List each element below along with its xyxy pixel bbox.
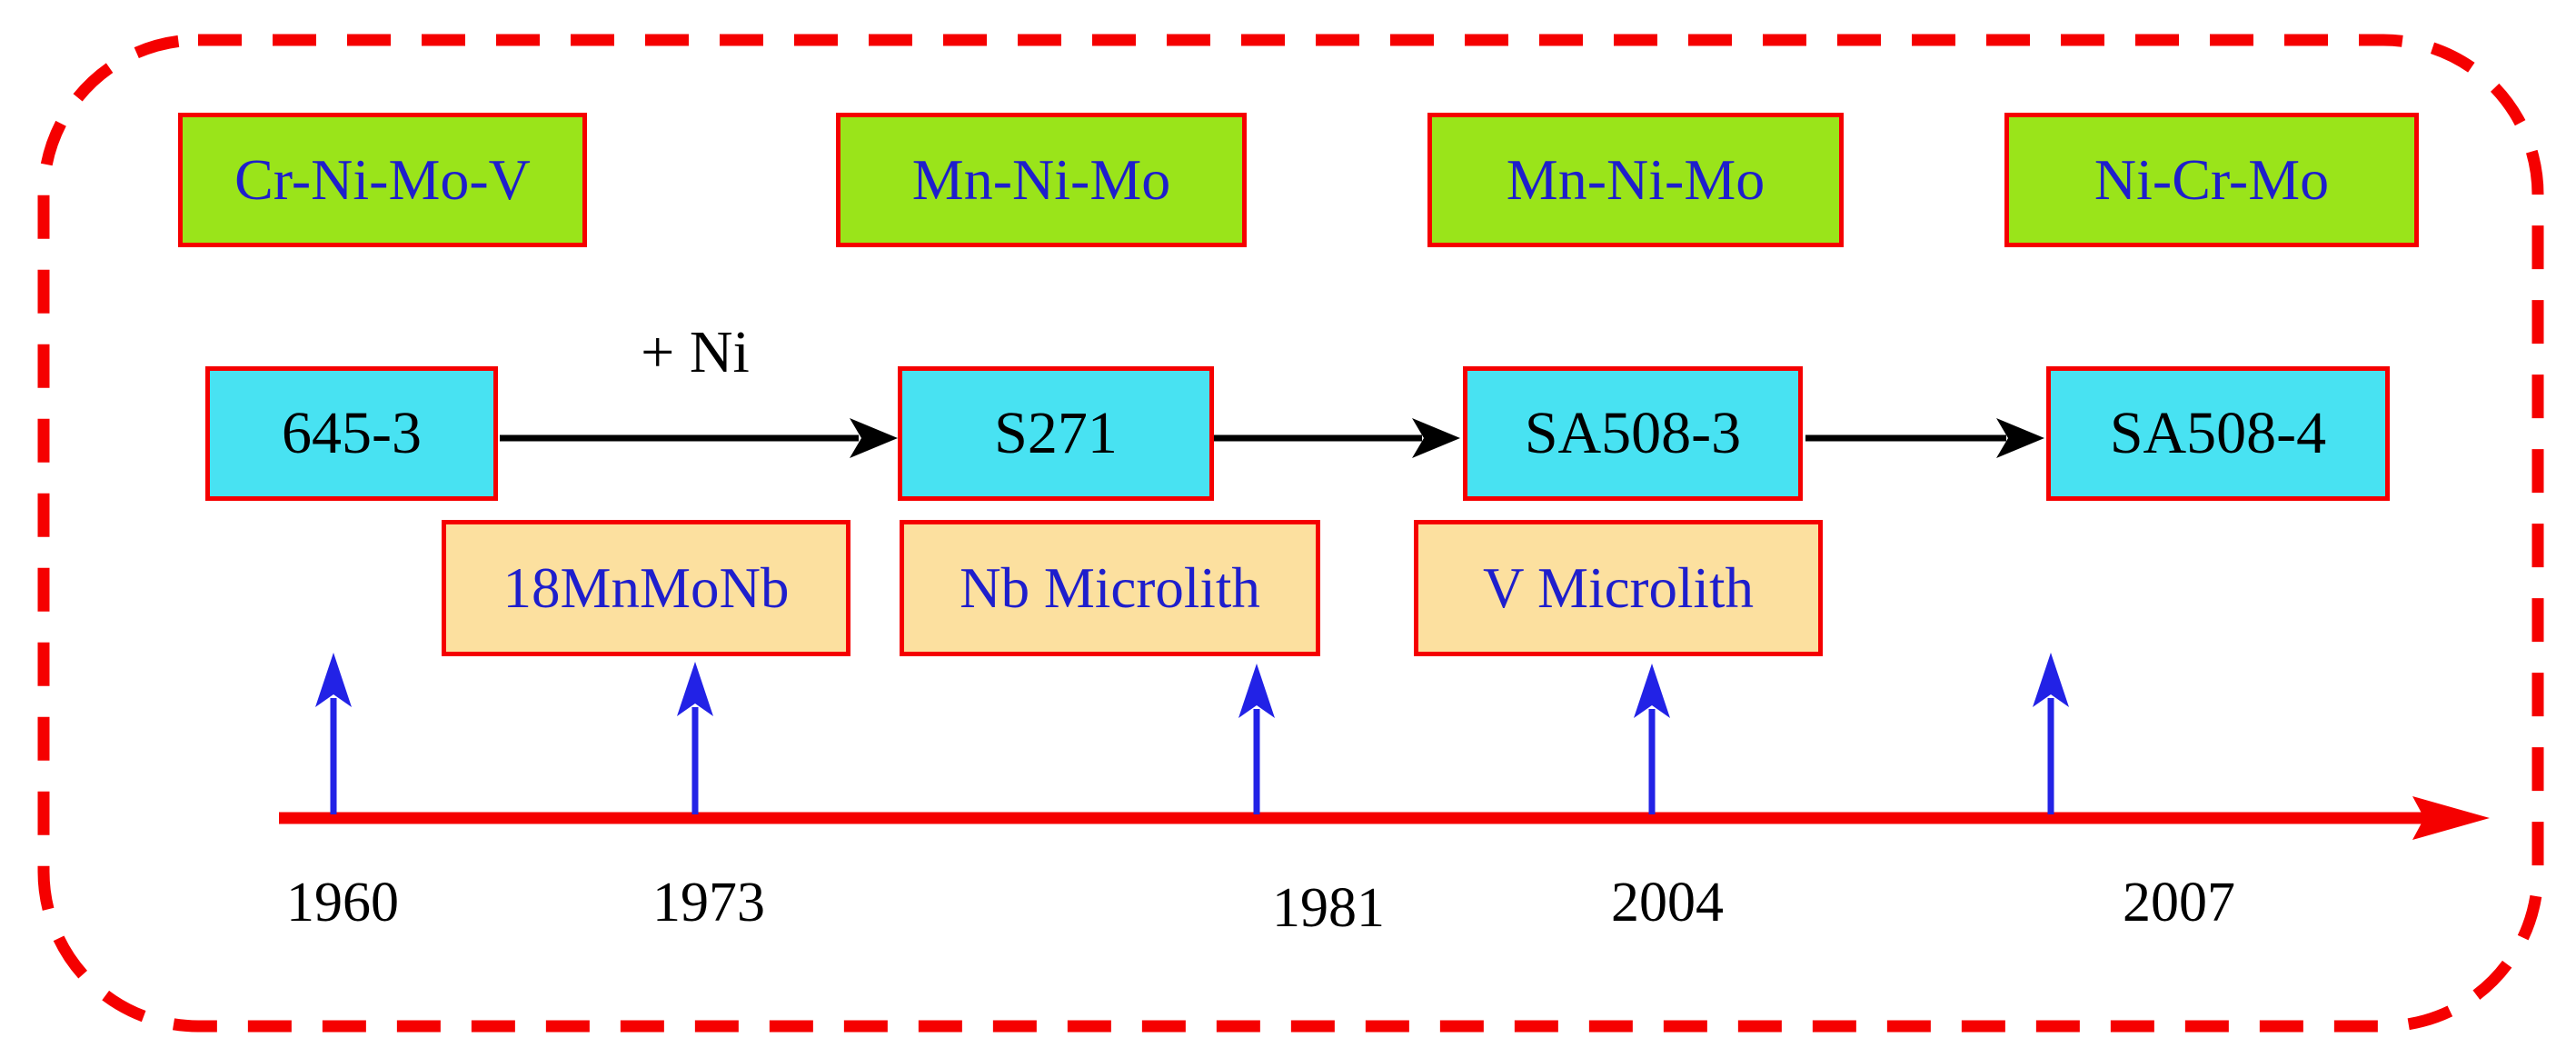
alloy-system-label: Ni-Cr-Mo: [2094, 147, 2330, 212]
microalloy-box-18mnmonb: 18MnMoNb: [442, 520, 850, 656]
timeline-year-2007: 2007: [2123, 872, 2235, 933]
alloy-system-box-mn-ni-mo-2: Mn-Ni-Mo: [1427, 113, 1844, 247]
steel-grade-label: SA508-4: [2109, 400, 2327, 466]
timeline-year-1973: 1973: [652, 872, 765, 933]
flow-arrowhead-1: [850, 418, 898, 458]
microalloy-box-nb-microlith: Nb Microlith: [900, 520, 1320, 656]
up-arrow-2004: [1634, 664, 1670, 814]
microalloy-label: V Microlith: [1482, 555, 1755, 620]
steel-grade-label: 645-3: [282, 400, 422, 466]
flow-arrowhead-3: [1996, 418, 2044, 458]
flow-arrowhead-2: [1412, 418, 1460, 458]
alloy-system-box-ni-cr-mo: Ni-Cr-Mo: [2004, 113, 2419, 247]
up-arrow-1960: [315, 653, 352, 814]
steel-grade-label: SA508-3: [1524, 400, 1742, 466]
dashed-frame-border: [37, 34, 2544, 1033]
steel-grade-box-sa508-4: SA508-4: [2046, 366, 2390, 501]
timeline-year-1960: 1960: [286, 872, 399, 933]
microalloy-label: Nb Microlith: [960, 555, 1260, 620]
flow-arrow-annotation: + Ni: [641, 319, 750, 385]
alloy-system-box-cr-ni-mo-v: Cr-Ni-Mo-V: [178, 113, 587, 247]
timeline-year-2004: 2004: [1611, 872, 1724, 933]
steel-grade-label: S271: [994, 400, 1118, 466]
timeline-axis-arrowhead: [2412, 796, 2490, 840]
microalloy-label: 18MnMoNb: [502, 555, 790, 620]
alloy-system-label: Mn-Ni-Mo: [911, 147, 1171, 212]
alloy-system-box-mn-ni-mo-1: Mn-Ni-Mo: [836, 113, 1247, 247]
microalloy-box-v-microlith: V Microlith: [1414, 520, 1823, 656]
steel-grade-box-s271: S271: [898, 366, 1214, 501]
up-arrow-2007: [2033, 653, 2069, 814]
up-arrow-1973: [677, 662, 713, 814]
alloy-system-label: Cr-Ni-Mo-V: [234, 147, 531, 212]
up-arrow-1981: [1238, 664, 1275, 814]
timeline-year-1981: 1981: [1272, 877, 1385, 939]
steel-grade-box-645-3: 645-3: [205, 366, 498, 501]
steel-grade-box-sa508-3: SA508-3: [1463, 366, 1803, 501]
alloy-system-label: Mn-Ni-Mo: [1506, 147, 1765, 212]
